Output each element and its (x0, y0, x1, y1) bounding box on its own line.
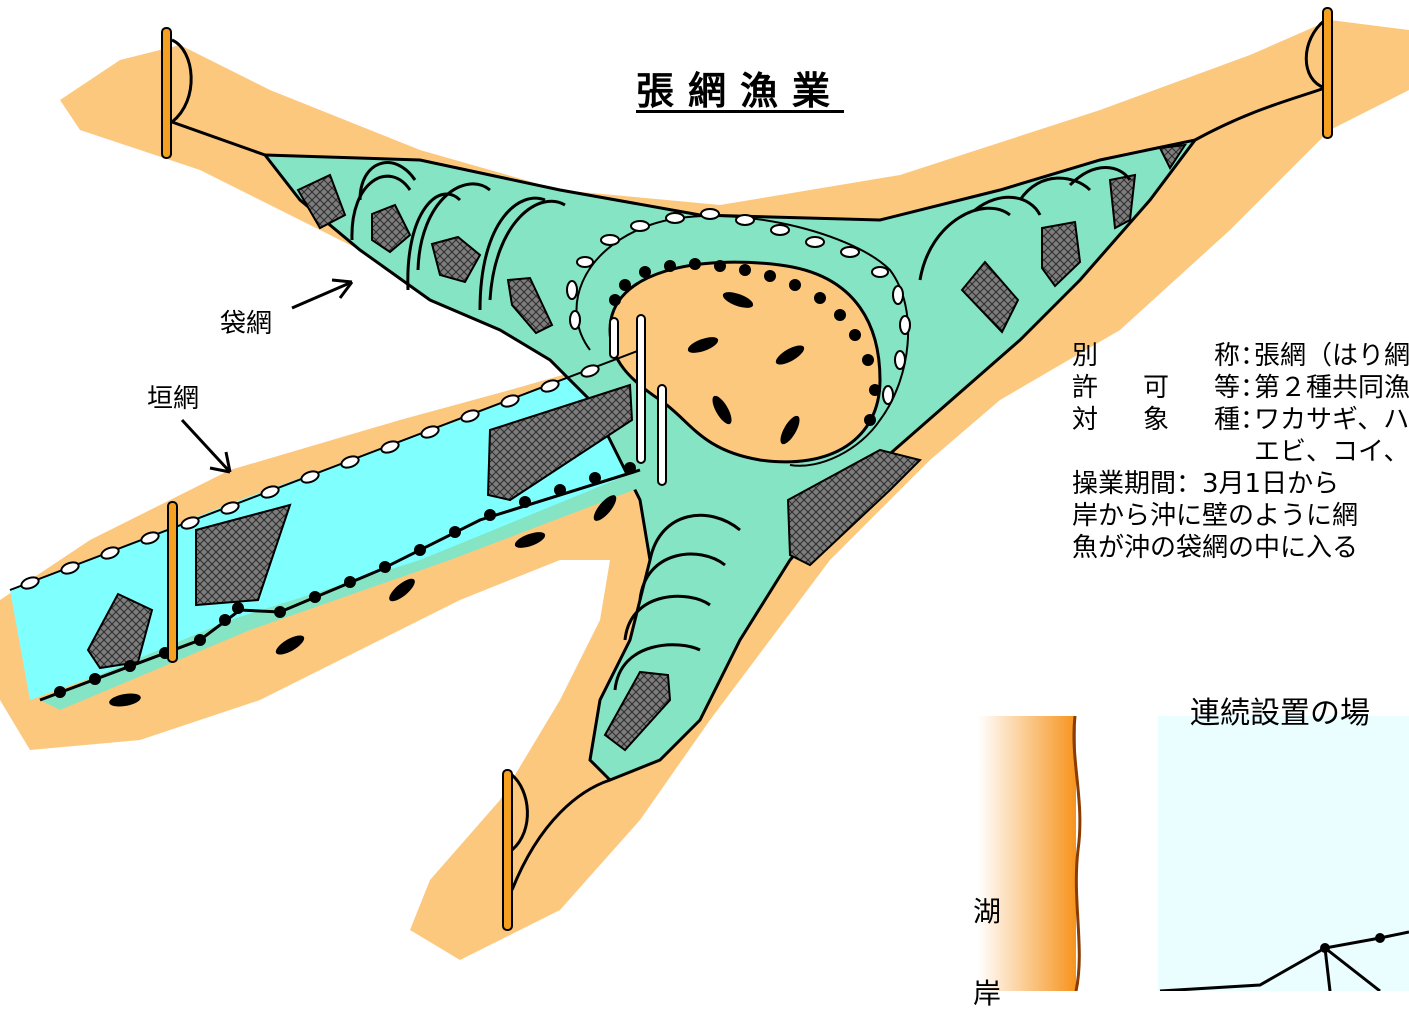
fish-silhouettes (109, 292, 805, 707)
info-description-2: 魚が沖の袋網の中に入る (1072, 533, 1359, 563)
guide-ropes (171, 18, 1326, 891)
float-line (9, 349, 641, 591)
net-mesh-patch (296, 173, 347, 230)
info-row-license: 許可等：第２種共同漁 (1072, 372, 1409, 404)
inset-shore-label-1: 湖 (973, 895, 1002, 928)
info-value: ワカサギ、ハ (1254, 405, 1409, 435)
page-title: 張網漁業 (636, 69, 845, 113)
net-mesh-patch (430, 235, 482, 284)
lead-net-lower (40, 470, 660, 710)
net-poles (161, 7, 1333, 931)
bag-net-hoops (350, 161, 1132, 691)
info-row-species: 対象種：ワカサギ、ハ (1072, 404, 1409, 436)
net-mesh-patch (603, 670, 672, 752)
net-mesh-patch (86, 592, 154, 670)
info-sep: ： (1240, 405, 1267, 435)
info-sep: ： (1240, 341, 1267, 371)
label-lead-net: 垣網 (147, 384, 200, 414)
info-row-alias: 別称：張網（はり網 (1072, 340, 1409, 372)
net-mesh-patch (1158, 143, 1188, 171)
info-species-continued: エビ、コイ、 (1254, 437, 1409, 467)
info-value: 張網（はり網 (1254, 341, 1409, 371)
sinker-line (39, 462, 641, 702)
net-body (261, 137, 1199, 782)
info-sep: ： (1240, 373, 1267, 403)
net-mesh-patch (960, 260, 1020, 334)
info-key: 許可等 (1072, 373, 1240, 403)
info-key: 対象種 (1072, 405, 1240, 435)
inset-shore-band (978, 716, 1076, 991)
info-key: 別称 (1072, 341, 1240, 371)
inset-water (1158, 716, 1409, 991)
inset-shore-label-2: 岸 (973, 977, 1002, 1010)
net-mesh-patch (786, 448, 922, 567)
info-season: 操業期間：3月1日から (1072, 469, 1340, 499)
label-arrows (180, 278, 354, 474)
net-mesh-patch (371, 203, 412, 254)
fishery-info: 別称：張網（はり網 許可等：第２種共同漁 対象種：ワカサギ、ハ エビ、コイ、 操… (1072, 340, 1409, 564)
net-mesh-patch (1041, 220, 1082, 288)
set-net-diagram (0, 7, 1409, 991)
net-mesh-patch (506, 276, 554, 335)
continuous-setup-inset (978, 715, 1409, 991)
net-mesh-patch (195, 503, 292, 607)
inset-title: 連続設置の場 (1190, 696, 1370, 731)
info-description-1: 岸から沖に壁のように網 (1072, 501, 1359, 531)
label-bag-net: 袋網 (220, 309, 273, 339)
trap-sinker-loop (609, 258, 881, 426)
trap-float-loop (566, 208, 911, 467)
info-value: 第２種共同漁 (1254, 373, 1409, 403)
inset-shoreline (1072, 715, 1082, 991)
net-mesh-patch (486, 383, 634, 502)
